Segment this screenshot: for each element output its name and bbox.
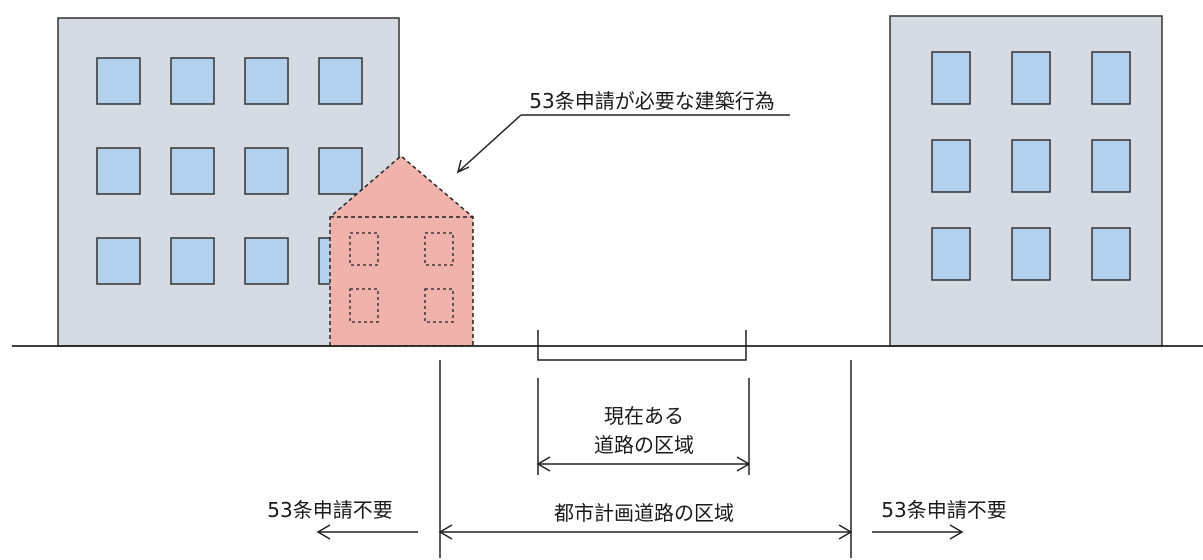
right-outward-arrow (872, 524, 964, 540)
right-not-required-label: 53条申請不要 (881, 498, 1006, 522)
current-road-arrow (536, 456, 751, 472)
left-not-required-label: 53条申請不要 (267, 498, 392, 522)
current-road-section (537, 330, 747, 361)
current-road-label-line1: 現在ある (604, 404, 684, 428)
current-road-label-line2: 道路の区域 (594, 433, 694, 457)
planned-house-windows (349, 232, 454, 323)
callout-label: 53条申請が必要な建築行為 (529, 89, 774, 113)
callout-leader (456, 114, 790, 174)
right-building-windows (931, 51, 1131, 281)
planned-road-label: 都市計画道路の区域 (554, 501, 734, 525)
left-outward-arrow (316, 524, 418, 540)
left-building-windows (96, 57, 363, 285)
left-building (57, 17, 400, 347)
right-building (889, 15, 1163, 347)
planned-road-arrow (438, 524, 853, 540)
